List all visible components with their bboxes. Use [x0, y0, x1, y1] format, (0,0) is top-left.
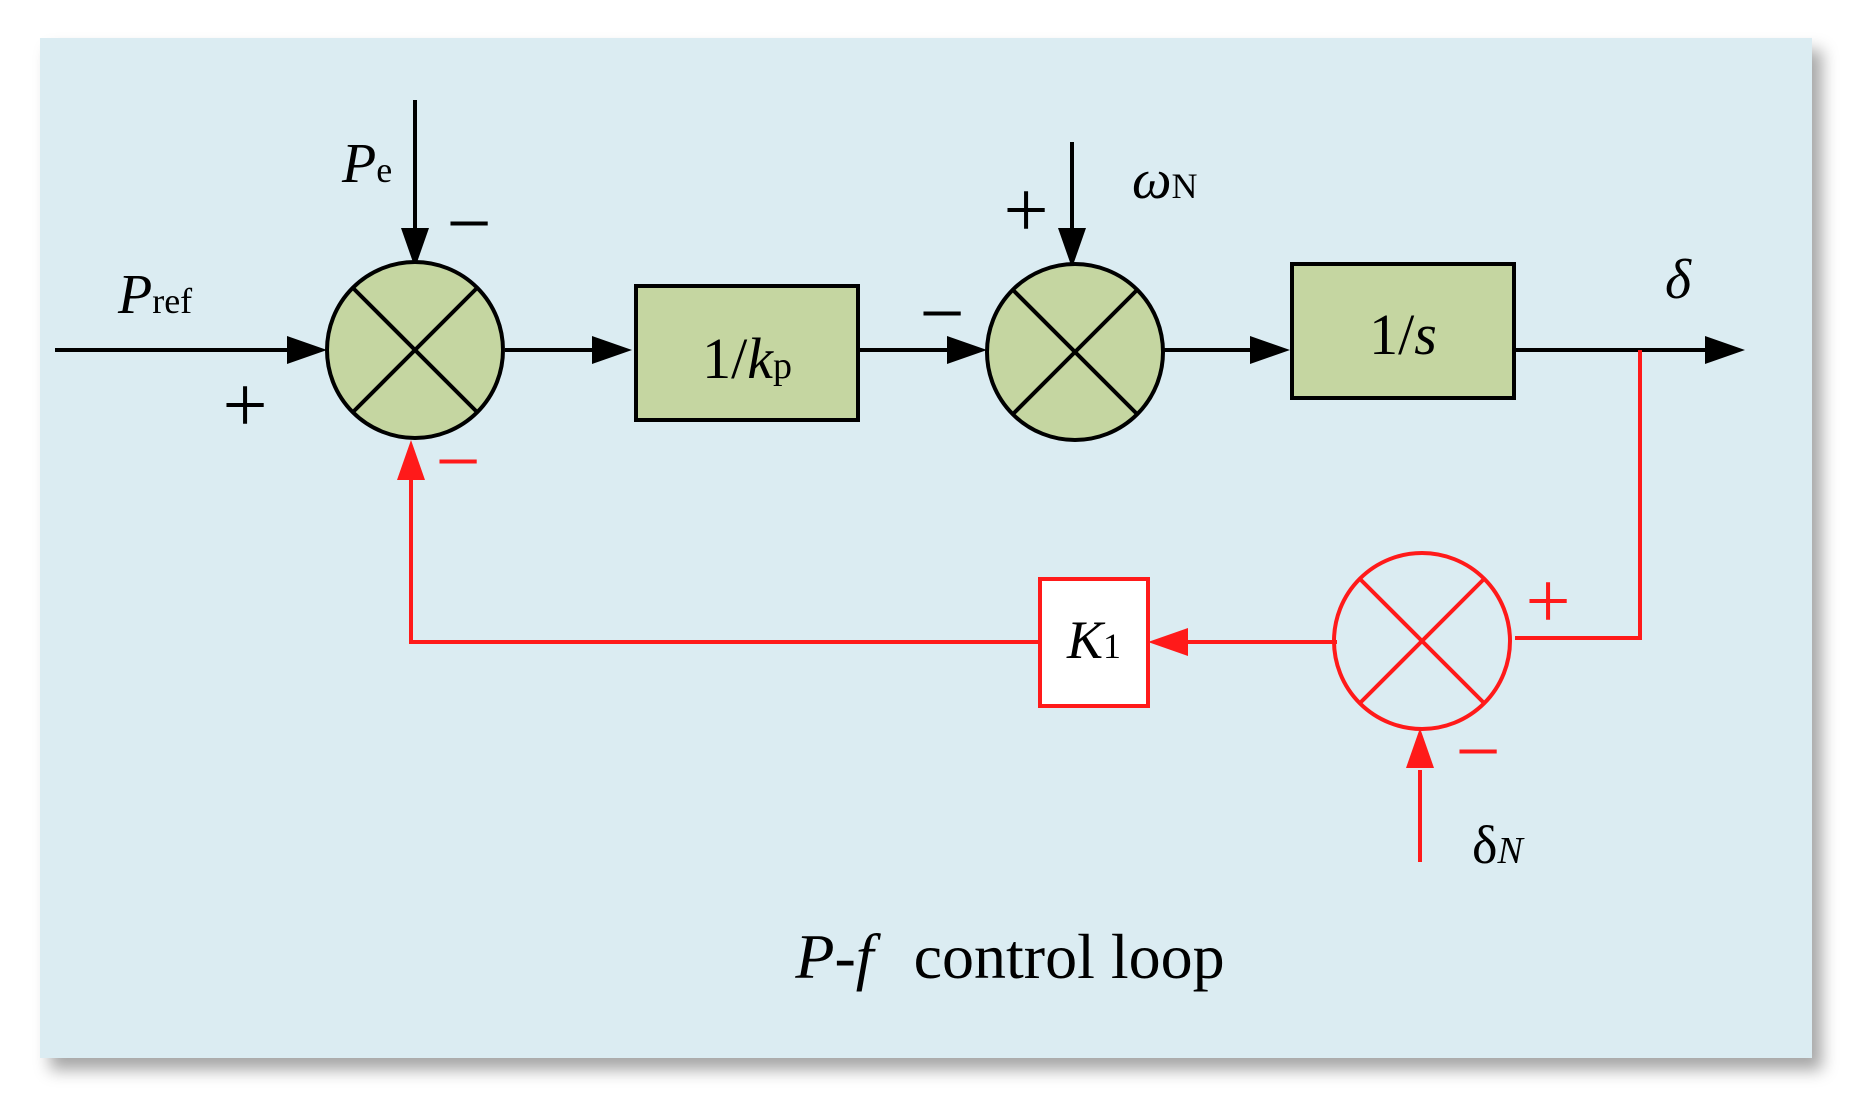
sign-sum3-bottom: − — [1455, 708, 1500, 796]
sign-sum1-bottom: − — [435, 418, 480, 506]
delta-tap-line — [1515, 350, 1642, 640]
feedback-path — [409, 350, 1642, 862]
feedback-arrowheads — [397, 440, 1434, 768]
label-kp-block: 1/kp — [702, 326, 792, 391]
arrow-into-sum1 — [287, 336, 327, 364]
sign-sum2-top: + — [1003, 167, 1048, 255]
arrow-pe-into-sum1 — [401, 228, 429, 268]
arrow-feedback-into-sum1 — [397, 440, 425, 480]
label-p-ref: Pref — [117, 264, 192, 326]
gain-block-kp — [634, 284, 860, 422]
sign-sum2-left: − — [919, 270, 964, 358]
arrow-deltan-into-sum3 — [1406, 728, 1434, 768]
panel-background — [40, 38, 1812, 1058]
label-omega-n: ωN — [1132, 149, 1198, 211]
label-integrator-block: 1/s — [1369, 302, 1437, 367]
integrator-block — [1290, 262, 1516, 400]
forward-path — [55, 100, 1712, 352]
forward-arrowheads — [287, 228, 1745, 364]
summing-junction-3 — [1332, 551, 1512, 731]
label-p-e: Pe — [341, 133, 392, 195]
label-delta-n: δN — [1472, 815, 1525, 875]
sign-sum1-top: − — [446, 180, 491, 268]
arrow-into-sum2 — [947, 336, 987, 364]
k1-to-sum1-line — [409, 480, 1040, 644]
arrow-delta-output — [1705, 336, 1745, 364]
label-k1-block: K1 — [1066, 610, 1121, 670]
summing-junction-2 — [985, 262, 1165, 442]
arrow-omega-into-sum2 — [1058, 228, 1086, 268]
arrow-into-s-block — [1250, 336, 1290, 364]
arrow-into-kp — [592, 336, 632, 364]
arrow-into-k1 — [1148, 628, 1188, 656]
sign-sum1-left: + — [222, 362, 267, 450]
summing-junction-1 — [325, 260, 505, 440]
gain-block-k1 — [1038, 577, 1150, 708]
sign-sum3-right: + — [1525, 558, 1570, 646]
label-delta: δ — [1665, 249, 1692, 311]
